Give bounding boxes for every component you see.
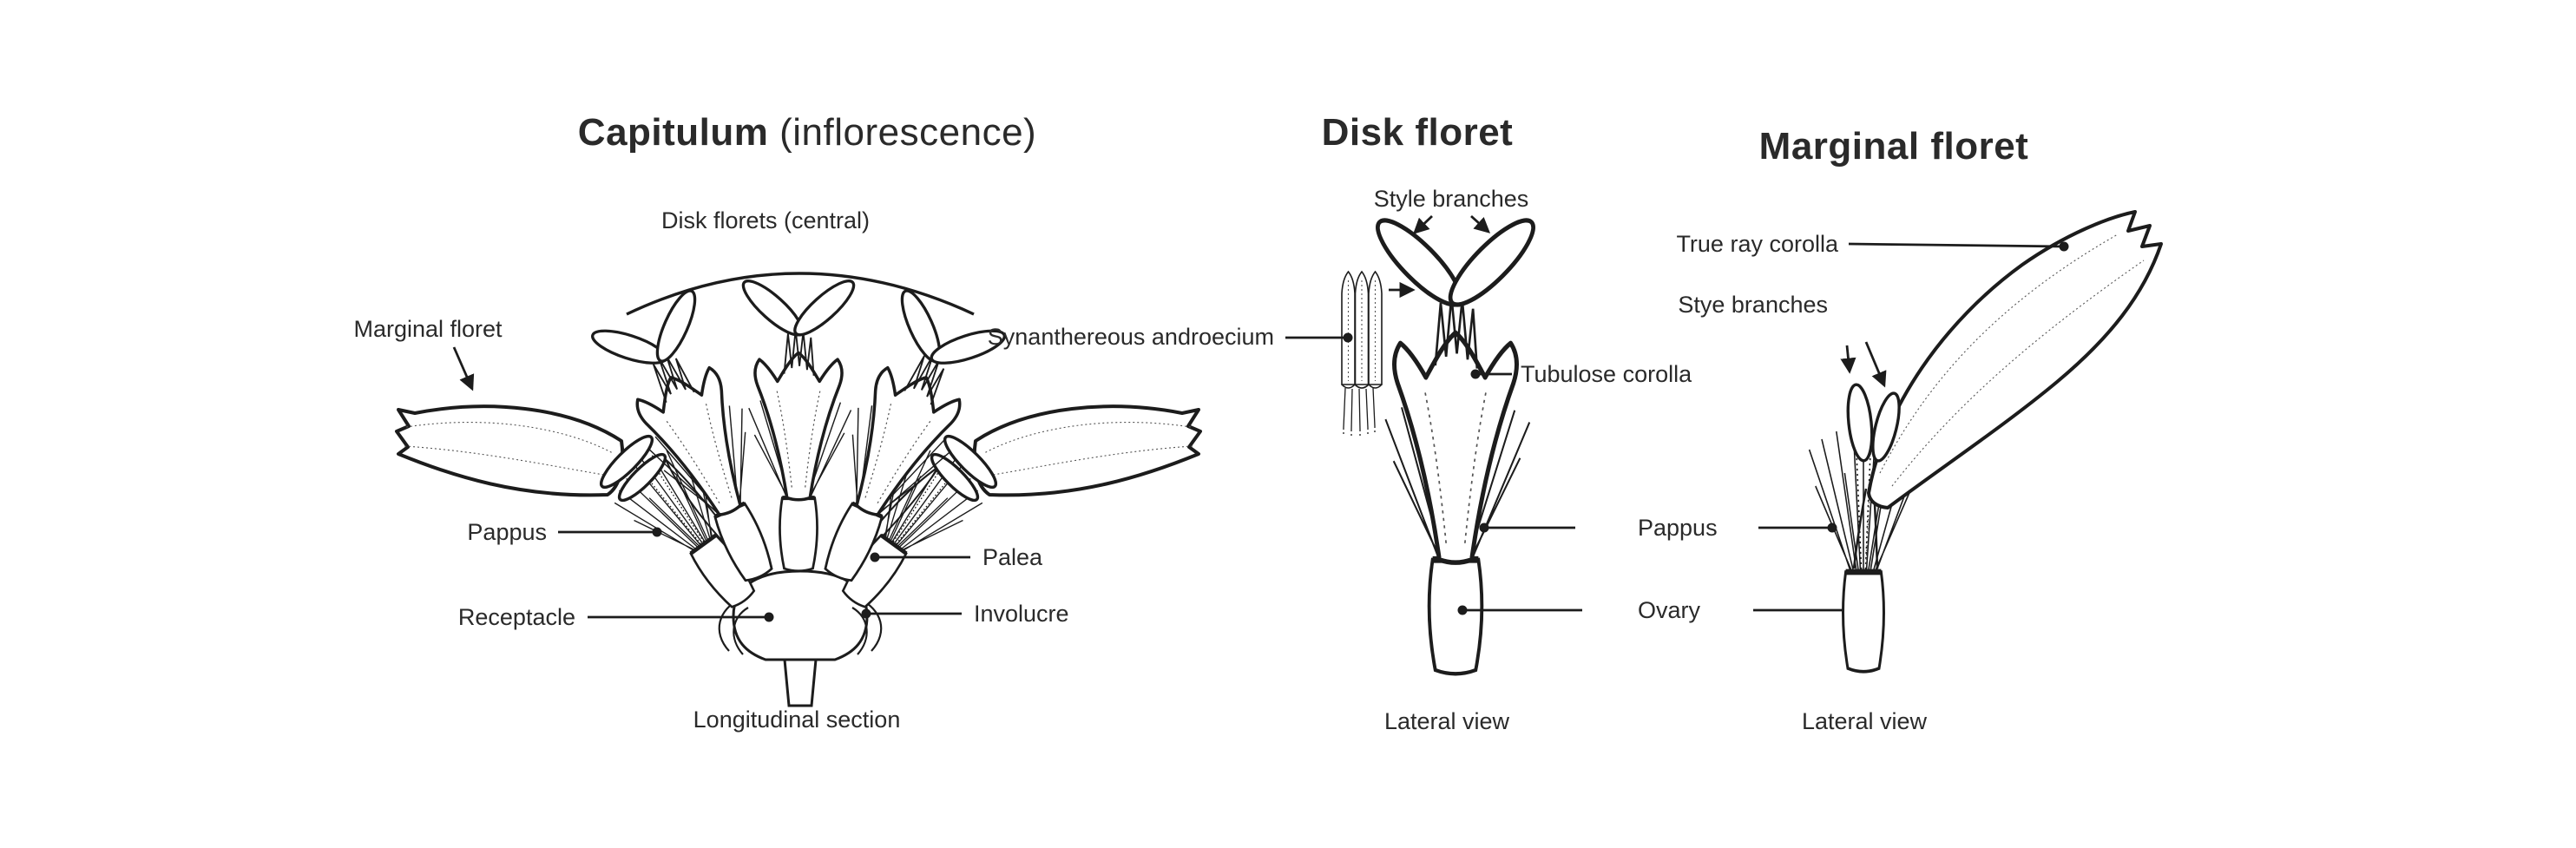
disk-floret-drawing: Disk floret Style branches Synanthereous… — [988, 111, 1692, 734]
receptacle-callout: Receptacle — [458, 604, 774, 630]
marginal-floret-arrow-icon — [452, 346, 475, 391]
marginal-floret-title: Marginal floret — [1759, 125, 2029, 168]
longitudinal-section-caption: Longitudinal section — [693, 707, 901, 733]
stem — [783, 658, 818, 707]
synanthereous-androecium-label: Synanthereous androecium — [988, 324, 1274, 350]
capitulum-title-suffix: (inflorescence) — [768, 111, 1036, 154]
androecium-detail — [1341, 270, 1383, 437]
palea-label: Palea — [982, 544, 1043, 570]
true-ray-corolla-label: True ray corolla — [1676, 231, 1839, 257]
stye-branch-arrow-icon — [1840, 345, 1856, 374]
style-branches-label: Style branches — [1374, 186, 1529, 212]
ligule-veins — [1879, 233, 2145, 487]
true-ray-corolla-callout: True ray corolla — [1676, 231, 2069, 257]
marginal-floret-drawing: Marginal floret True ray corolla Stye br… — [1676, 125, 2163, 734]
tubulose-corolla-label: Tubulose corolla — [1521, 361, 1692, 387]
capitulum-title: Capitulum (inflorescence) — [578, 111, 1036, 154]
disk-florets-central-label: Disk florets (central) — [661, 207, 870, 233]
style-branch-arrow-icon — [1470, 214, 1491, 233]
capitulum-pappus-label: Pappus — [467, 519, 547, 545]
shared-ovary-callout: Ovary — [1457, 597, 1860, 623]
style-branch-arrow-icon — [1413, 214, 1433, 234]
style-branches-callout: Style branches — [1374, 186, 1529, 234]
shared-ovary-label: Ovary — [1638, 597, 1701, 623]
marginal-floret-callout: Marginal floret — [353, 316, 503, 391]
shared-pappus-label: Pappus — [1638, 515, 1718, 541]
ligule — [1867, 210, 2163, 509]
disk-floret-figure — [1369, 209, 1543, 674]
tubulose-corolla-callout: Tubulose corolla — [1470, 361, 1692, 387]
marginal-lateral-view-caption: Lateral view — [1802, 708, 1928, 734]
involucre-callout: Involucre — [861, 601, 1069, 627]
disk-lateral-view-caption: Lateral view — [1384, 708, 1510, 734]
capitulum-title-main: Capitulum — [578, 111, 769, 154]
stye-branches-label: Stye branches — [1678, 292, 1828, 318]
disk-floret-title: Disk floret — [1322, 111, 1514, 154]
stye-branch-arrow-icon — [1864, 341, 1887, 388]
stye-branches-callout: Stye branches — [1678, 292, 1887, 388]
capitulum-drawing: Capitulum (inflorescence) Disk florets (… — [353, 111, 1200, 733]
receptacle-label: Receptacle — [458, 604, 575, 630]
involucre-label: Involucre — [974, 601, 1069, 627]
marginal-style-branches — [1846, 383, 1901, 463]
capitulum-pappus-callout: Pappus — [467, 519, 662, 545]
disk-florets-arc — [626, 272, 975, 316]
shared-pappus-callout: Pappus — [1479, 515, 1837, 541]
marginal-floret-label: Marginal floret — [353, 316, 503, 342]
synanthereous-androecium-callout: Synanthereous androecium — [988, 324, 1353, 350]
palea-callout: Palea — [870, 544, 1043, 570]
